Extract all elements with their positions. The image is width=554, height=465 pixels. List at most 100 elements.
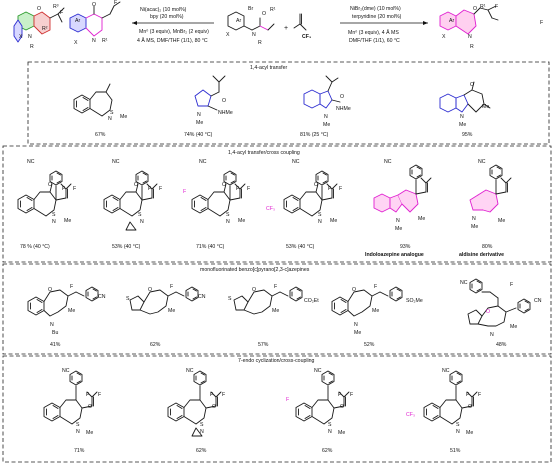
atom-f-sub-4-3: F [286, 397, 289, 403]
yield-2-3: 71% (40 °C) [196, 244, 225, 250]
atom-n-2-4: N [318, 219, 322, 225]
atom-so2-4-2: S [200, 422, 204, 428]
right-condition-4: DMF/THF (1/1), 60 °C [349, 38, 400, 44]
atom-o-1-3: O [340, 94, 344, 100]
atom-r1-sm: R¹ [270, 7, 276, 13]
atom-n-4-2: N [200, 429, 204, 435]
atom-me2-3-4: Me [354, 330, 361, 336]
atom-n-3-5: N [490, 332, 494, 338]
atom-o-ketone: O [92, 2, 96, 8]
atom-so2-2-2: S [138, 212, 142, 218]
atom-nc-2-2: NC [112, 159, 120, 165]
yield-2-2: 53% (40 °C) [112, 244, 141, 250]
left-condition-3: Mn⁰ (3 equiv), MnBr₂ (2 equiv) [139, 29, 209, 35]
reagent-cf3: CF₃ [302, 34, 312, 40]
atom-so2me-3-4: SO₂Me [406, 298, 423, 304]
ketone-product-structure [69, 1, 121, 37]
atom-o-2-4: O [314, 182, 318, 188]
section-7-endo: 7-endo cyclization/cross-coupling NC O F… [2, 355, 552, 463]
atom-o-top: O [37, 6, 41, 12]
compound-2-4 [283, 170, 338, 217]
atom-me2-2-6: Me [498, 218, 505, 224]
yield-3-1: 41% [50, 342, 61, 348]
section-box-2 [2, 145, 552, 263]
cf3-alkene-structure [293, 13, 307, 31]
atom-me-1-1: Me [120, 114, 127, 120]
atom-me-2-6: Me [471, 224, 478, 230]
section-title-2: 1,4-acyl transfer/cross coupling [228, 150, 300, 156]
atom-me-1-2: Me [196, 120, 203, 126]
atom-o-3-4: O [352, 287, 356, 293]
yield-3-3: 57% [258, 342, 269, 348]
compound-1-2 [194, 75, 226, 111]
atom-cn-3-1: CN [98, 294, 106, 300]
yield-3-5: 48% [496, 342, 507, 348]
atom-n-mid: N [92, 38, 96, 44]
compound-4-4 [423, 370, 478, 425]
atom-f-3-4: F [374, 284, 377, 290]
atom-r1-mid: R¹ [102, 38, 108, 44]
compound-4-1 [43, 370, 98, 425]
atom-f-2-1a: F [62, 186, 65, 192]
compound-3-1 [27, 286, 99, 317]
atom-nhme-1-3: NHMe [336, 106, 351, 112]
yield-1-2: 74% (40 °C) [184, 132, 213, 138]
atom-so2-4-1: S [76, 422, 80, 428]
section-acyl-transfer: 1,4-acyl transfer S N Me 67% N Me O NHMe… [27, 61, 550, 145]
atom-me-4-1: Me [86, 430, 93, 436]
right-condition-3: Mn⁰ (3 equiv), 4 Å MS [348, 29, 399, 36]
compound-2-2 [103, 170, 158, 231]
atom-nc-2-6: NC [478, 159, 486, 165]
compound-4-3 [295, 370, 350, 425]
atom-f-4-3b: F [350, 392, 353, 398]
atom-x-left: X [19, 34, 23, 40]
atom-o-3-1: O [48, 287, 52, 293]
atom-n-1-1: N [108, 116, 112, 122]
atom-me2-1-4: Me [482, 104, 489, 110]
compound-2-3 [191, 170, 246, 217]
yield-4-4: 51% [450, 448, 461, 454]
yield-2-4: 53% (40 °C) [286, 244, 315, 250]
atom-f-2-4b: F [339, 186, 342, 192]
atom-f-2-1b: F [73, 186, 76, 192]
compound-2-6 [469, 164, 512, 213]
starting-material-structure [227, 11, 275, 31]
atom-x-sm: X [226, 32, 230, 38]
atom-cf3-2-4: CF₃ [266, 206, 275, 212]
compound-1-4 [439, 81, 491, 113]
atom-nc-4-1: NC [62, 368, 70, 374]
right-product-structure [439, 5, 499, 35]
yield-2-6: 80% [482, 244, 493, 250]
atom-so2-4-3: S [328, 422, 332, 428]
atom-n-3-1: N [50, 322, 54, 328]
atom-f-2-3a: F [236, 186, 239, 192]
atom-f-3-1: F [70, 284, 73, 290]
atom-br-sm: Br [248, 6, 253, 12]
atom-me-3-2: Me [168, 308, 175, 314]
atom-n-4-1: N [76, 429, 80, 435]
atom-o-4-4: O [468, 404, 472, 410]
atom-f-2-2b: F [159, 186, 162, 192]
compound-1-1 [73, 83, 113, 117]
atom-n-2-1: N [52, 219, 56, 225]
section-acyl-transfer-coupling: 1,4-acyl transfer/cross coupling NC O F … [2, 145, 552, 263]
atom-f-2-2a: F [148, 186, 151, 192]
yield-1-3: 81% (25 °C) [300, 132, 329, 138]
atom-cn-3-5: CN [534, 298, 542, 304]
atom-nc-4-3: NC [314, 368, 322, 374]
atom-r-right: R [470, 44, 474, 50]
top-reaction: O R³ R² X N R F Ar O X N R¹ F Ni(acac)₂ … [13, 0, 543, 50]
atom-o-3-5: O [486, 309, 490, 315]
yield-3-2: 62% [150, 342, 161, 348]
atom-me-4-4: Me [466, 430, 473, 436]
atom-so2-2-1: S [52, 212, 56, 218]
atom-me-1-4: Me [459, 122, 466, 128]
atom-o-3-2: O [148, 287, 152, 293]
atom-n-sm: N [252, 32, 256, 38]
yield-4-3: 62% [322, 448, 333, 454]
caption-2-5: Indoloazepine analogue [365, 252, 424, 258]
atom-nc-4-2: NC [186, 368, 194, 374]
atom-x-mid: X [74, 40, 78, 46]
atom-f-4-3a: F [338, 392, 341, 398]
atom-f-4-4b: F [478, 392, 481, 398]
